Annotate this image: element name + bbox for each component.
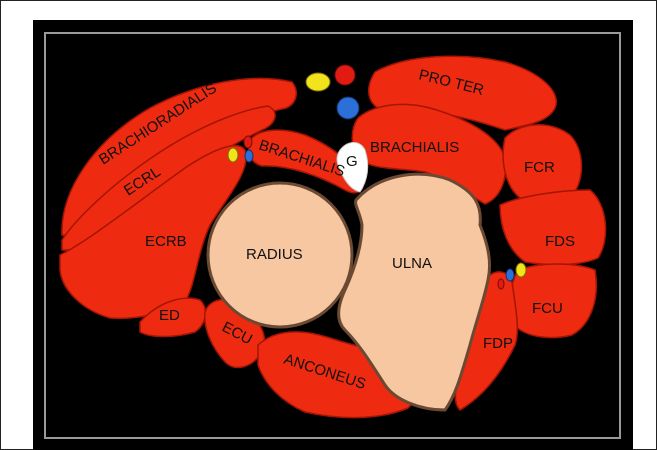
muscle-fds — [500, 190, 606, 265]
label-ulna: ULNA — [392, 255, 432, 272]
vessel-red-top — [335, 65, 355, 85]
label-ecrb: ECRB — [145, 233, 187, 250]
vessel-blue-top — [337, 97, 359, 119]
label-fcr: FCR — [524, 159, 555, 176]
label-ed: ED — [159, 307, 180, 324]
vessel-yellow-right — [516, 263, 526, 277]
vessel-blue-left — [245, 150, 253, 162]
vessel-red-right — [498, 279, 504, 289]
vessel-yellow-top — [306, 73, 330, 91]
vessel-blue-right — [506, 269, 514, 281]
label-fdp: FDP — [483, 335, 513, 352]
label-g: G — [346, 153, 358, 170]
vessel-red-left — [244, 136, 252, 148]
label-fcu: FCU — [532, 300, 563, 317]
label-brachialis-right: BRACHIALIS — [370, 139, 459, 156]
label-radius: RADIUS — [246, 246, 303, 263]
label-fds: FDS — [545, 233, 575, 250]
vessel-yellow-left — [228, 148, 238, 162]
